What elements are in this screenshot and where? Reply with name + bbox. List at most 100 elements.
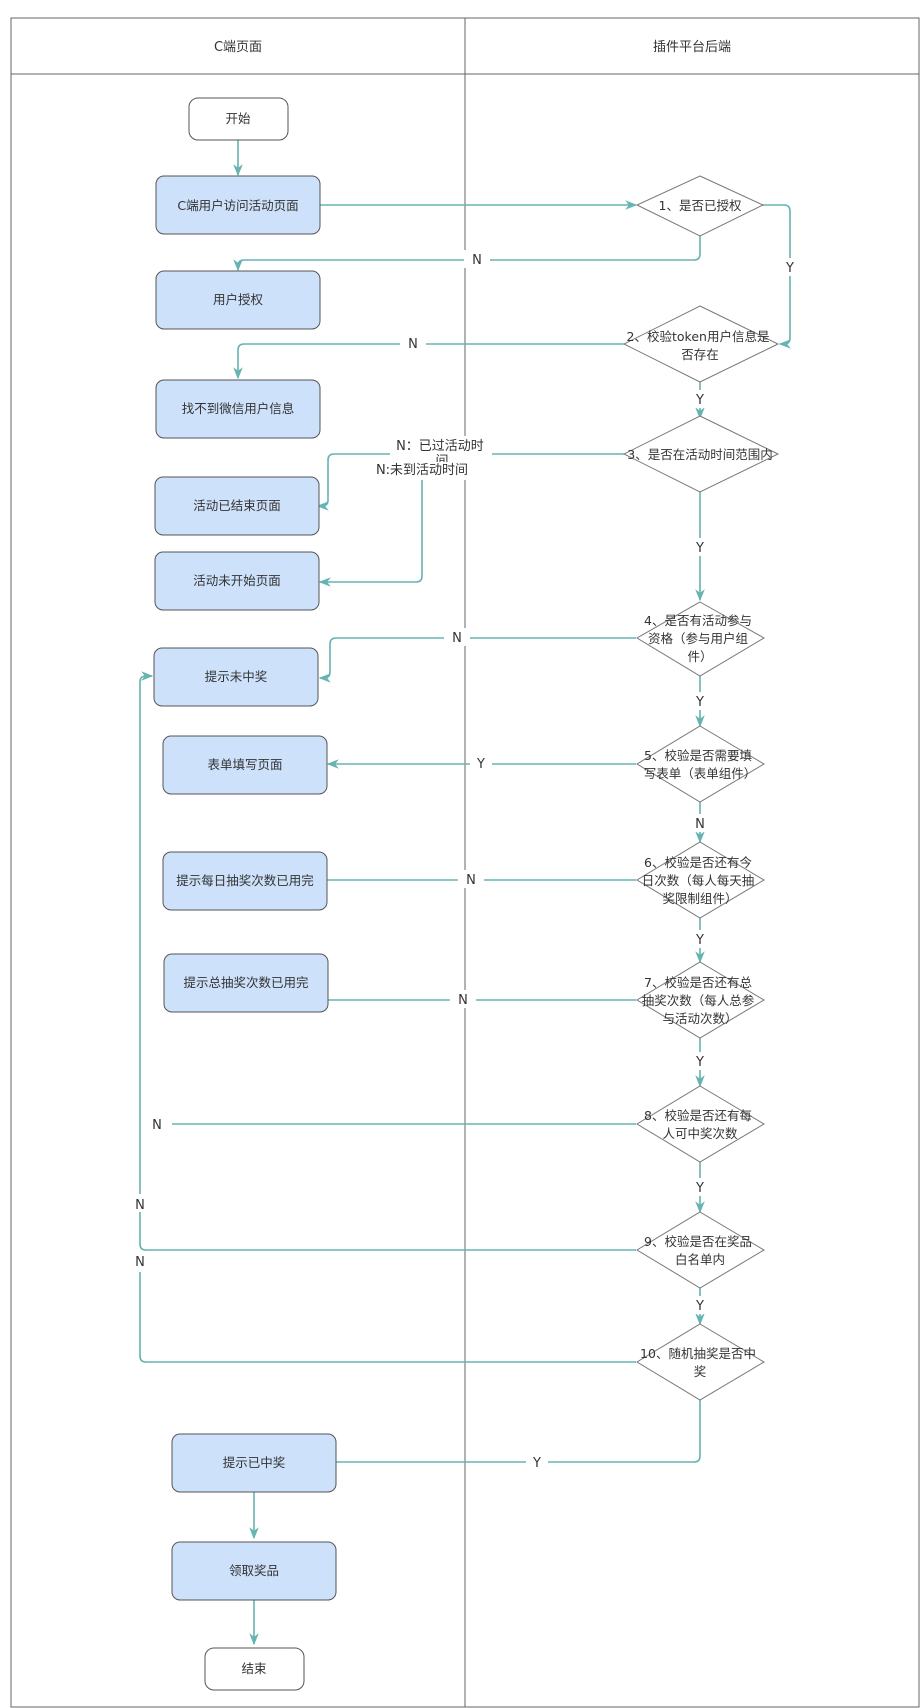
label-d2-yes: Y bbox=[695, 393, 704, 408]
decision-form-required-label: 5、校验是否需要填 写表单（表单组件） bbox=[644, 748, 757, 781]
edge-d10-yes bbox=[316, 1400, 701, 1467]
daily-used-up-label: 提示每日抽奖次数已用完 bbox=[176, 873, 314, 888]
decision-time-range: 3、是否在活动时间范围内 bbox=[622, 415, 780, 493]
lane-title-backend: 插件平台后端 bbox=[653, 40, 731, 55]
edge-d3-ended bbox=[316, 453, 624, 511]
decision-line: 6、校验是否还有今 bbox=[644, 855, 752, 870]
decision-line: 日次数（每人每天抽 bbox=[642, 873, 755, 888]
label-d3-ended-line: N：已过活动时 bbox=[396, 439, 484, 454]
label-bg bbox=[690, 390, 710, 408]
total-used-up-label: 提示总抽奖次数已用完 bbox=[183, 975, 308, 990]
label-d10-yes: Y bbox=[532, 1456, 541, 1471]
decision-win-count: 8、校验是否还有每 人可中奖次数 bbox=[636, 1085, 765, 1163]
edge-d10-no bbox=[139, 1272, 636, 1363]
won-prize-label: 提示已中奖 bbox=[223, 1455, 286, 1470]
decision-token-user: 2、校验token用户信息是 否存在 bbox=[622, 305, 780, 383]
edge-labels: N Y N Y N：已过活动时 间 N:未到活动时间 Y N Y Y N N Y… bbox=[128, 250, 800, 1471]
label-d1-yes: Y bbox=[785, 261, 794, 276]
decision-win-count-label: 8、校验是否还有每 人可中奖次数 bbox=[644, 1108, 756, 1141]
end-label: 结束 bbox=[241, 1661, 267, 1676]
process-nodes: 开始 C端用户访问活动页面 用户授权 找不到微信用户信息 活动已结束页面 活动未… bbox=[153, 97, 337, 1691]
decision-form-required: 5、校验是否需要填 写表单（表单组件） bbox=[636, 725, 765, 803]
label-d4-yes: Y bbox=[695, 695, 704, 710]
label-bg bbox=[526, 1452, 548, 1470]
visit-activity-page-node: C端用户访问活动页面 bbox=[155, 175, 321, 235]
label-bg bbox=[690, 1296, 710, 1314]
label-d2-no: N bbox=[408, 337, 418, 352]
label-d8-yes: Y bbox=[695, 1181, 704, 1196]
decision-total-count-label: 7、校验是否还有总 抽奖次数（每人总参 与活动次数） bbox=[642, 975, 759, 1026]
decision-line: 9、校验是否在奖品 bbox=[644, 1234, 752, 1249]
decision-total-count: 7、校验是否还有总 抽奖次数（每人总参 与活动次数） bbox=[636, 961, 765, 1039]
label-bg bbox=[128, 1252, 152, 1270]
visit-activity-page-label: C端用户访问活动页面 bbox=[177, 198, 298, 213]
decision-line: 4、是否有活动参与 bbox=[644, 613, 752, 628]
decision-line: 与活动次数） bbox=[662, 1011, 737, 1026]
decision-line: 抽奖次数（每人总参 bbox=[642, 993, 755, 1008]
edge-d3-not-started bbox=[318, 454, 423, 587]
label-d9-no: N bbox=[135, 1198, 145, 1213]
decision-line: 白名单内 bbox=[675, 1252, 725, 1267]
label-d1-no: N bbox=[472, 253, 482, 268]
decision-random-draw-label: 10、随机抽奖是否中 奖 bbox=[640, 1346, 760, 1379]
label-bg bbox=[464, 250, 490, 268]
label-bg bbox=[444, 628, 470, 646]
label-bg bbox=[374, 462, 470, 480]
label-d5-no: N bbox=[695, 817, 705, 832]
decision-line: 3、是否在活动时间范围内 bbox=[627, 447, 772, 462]
won-prize-node: 提示已中奖 bbox=[171, 1433, 337, 1493]
activity-ended-node: 活动已结束页面 bbox=[154, 476, 320, 536]
label-bg bbox=[690, 538, 710, 556]
decision-token-user-label: 2、校验token用户信息是 否存在 bbox=[627, 329, 774, 362]
label-d9-yes: Y bbox=[695, 1299, 704, 1314]
label-bg bbox=[450, 990, 476, 1008]
edge-d4-no bbox=[318, 637, 636, 683]
label-bg bbox=[690, 930, 710, 948]
decision-authorized: 1、是否已授权 bbox=[635, 175, 765, 237]
label-d6-yes: Y bbox=[695, 933, 704, 948]
decision-eligibility-label: 4、是否有活动参与 资格（参与用户组 件） bbox=[644, 613, 756, 664]
total-used-up-node: 提示总抽奖次数已用完 bbox=[163, 953, 329, 1013]
decision-daily-count: 6、校验是否还有今 日次数（每人每天抽 奖限制组件） bbox=[636, 841, 765, 919]
label-d7-yes: Y bbox=[695, 1055, 704, 1070]
activity-ended-label: 活动已结束页面 bbox=[193, 498, 281, 513]
label-d8-no: N bbox=[152, 1118, 162, 1133]
label-bg bbox=[690, 1052, 710, 1070]
label-bg bbox=[690, 1178, 710, 1196]
claim-prize-label: 领取奖品 bbox=[229, 1563, 279, 1578]
start-label: 开始 bbox=[225, 111, 251, 126]
label-d7-no: N bbox=[458, 993, 468, 1008]
decision-line: 10、随机抽奖是否中 bbox=[640, 1346, 756, 1361]
user-auth-label: 用户授权 bbox=[213, 292, 264, 307]
decision-prize-whitelist-label: 9、校验是否在奖品 白名单内 bbox=[644, 1234, 756, 1267]
label-bg bbox=[780, 258, 800, 276]
label-d3-not-started: N:未到活动时间 bbox=[376, 463, 468, 478]
decision-time-range-label: 3、是否在活动时间范围内 bbox=[627, 447, 772, 462]
decision-nodes: 1、是否已授权 2、校验token用户信息是 否存在 3、是否在活动时间范围内 … bbox=[622, 175, 780, 1401]
decision-line: 1、是否已授权 bbox=[659, 198, 742, 213]
label-bg bbox=[400, 334, 426, 352]
label-bg bbox=[690, 692, 710, 710]
edge-d2-no bbox=[233, 343, 624, 380]
decision-line: 奖限制组件） bbox=[662, 891, 737, 906]
no-prize-node: 提示未中奖 bbox=[153, 647, 319, 707]
label-d6-no: N bbox=[466, 873, 476, 888]
decision-line: 件） bbox=[687, 649, 712, 664]
label-d3-yes: Y bbox=[695, 541, 704, 556]
label-bg bbox=[690, 814, 710, 832]
decision-line: 8、校验是否还有每 bbox=[644, 1108, 752, 1123]
no-wechat-user-label: 找不到微信用户信息 bbox=[182, 401, 295, 416]
decision-line: 7、校验是否还有总 bbox=[644, 975, 752, 990]
daily-used-up-node: 提示每日抽奖次数已用完 bbox=[162, 851, 328, 911]
no-prize-label: 提示未中奖 bbox=[205, 669, 268, 684]
decision-line: 5、校验是否需要填 bbox=[644, 748, 752, 763]
decision-line: 资格（参与用户组 bbox=[648, 631, 748, 646]
label-bg bbox=[458, 870, 484, 888]
lane-title-client: C端页面 bbox=[214, 40, 262, 55]
form-page-node: 表单填写页面 bbox=[162, 735, 328, 795]
decision-line: 写表单（表单组件） bbox=[644, 766, 757, 781]
decision-line: 人可中奖次数 bbox=[662, 1126, 738, 1141]
label-d4-no: N bbox=[452, 631, 462, 646]
form-page-label: 表单填写页面 bbox=[207, 757, 282, 772]
